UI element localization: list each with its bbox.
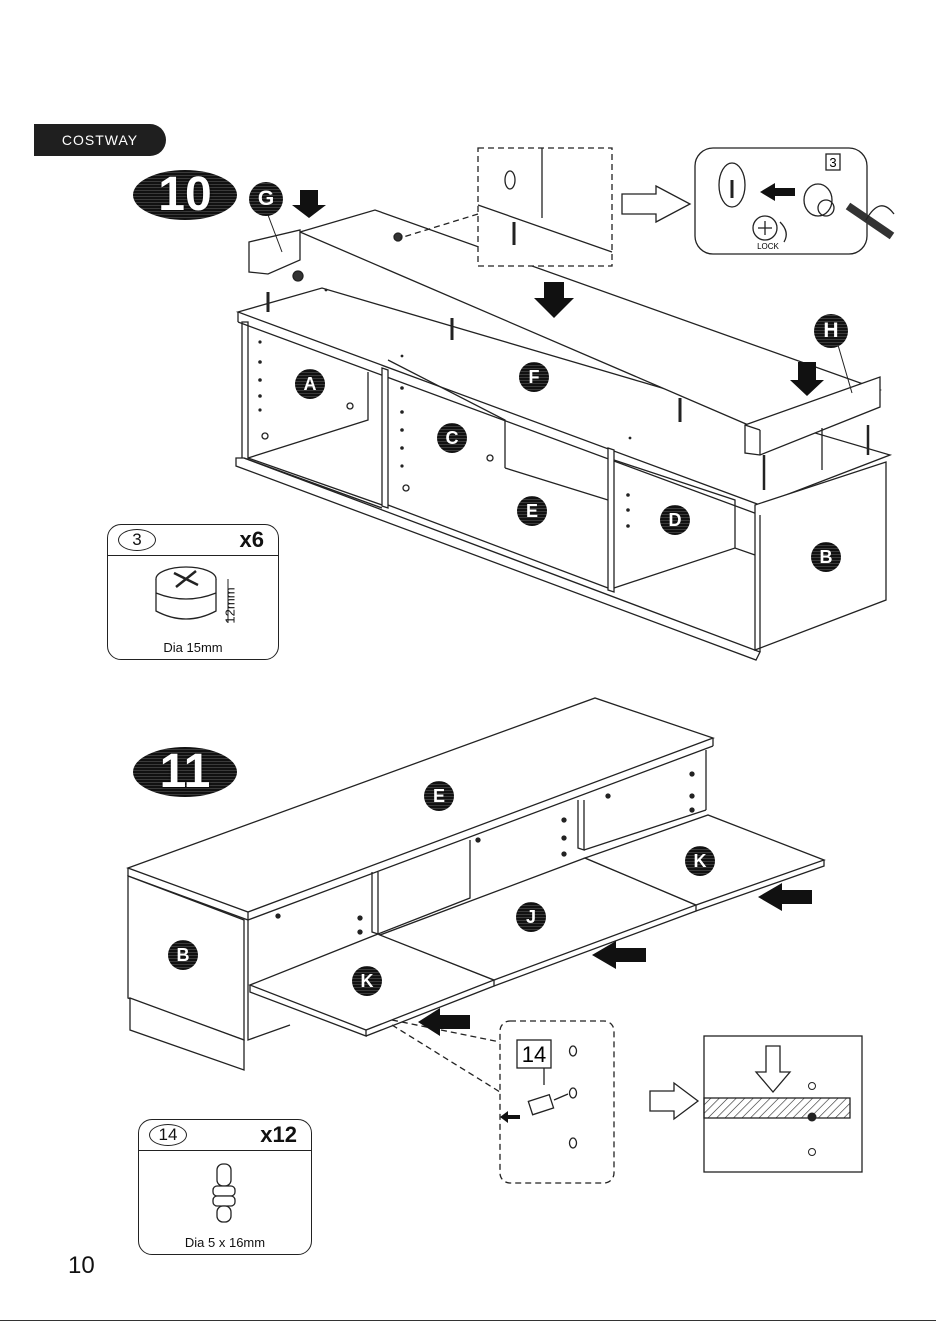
label-B: B: [811, 542, 841, 572]
detail-ref-14: 14: [522, 1042, 546, 1067]
label-D: D: [660, 505, 690, 535]
hardware-part-3-box: 3 x6 12mm Dia 15mm: [107, 524, 279, 660]
label-H: H: [814, 314, 848, 348]
page-number: 10: [68, 1252, 95, 1280]
hardware-part-14-box: 14 x12 Dia 5 x 16mm: [138, 1119, 312, 1255]
label-C: C: [437, 423, 467, 453]
part-caption: Dia 15mm: [108, 640, 278, 655]
label-J: J: [516, 902, 546, 932]
hinge-pin-icon: [209, 1162, 239, 1226]
part-caption: Dia 5 x 16mm: [139, 1235, 311, 1250]
label-K-right: K: [685, 846, 715, 876]
part-number: 3: [118, 529, 156, 551]
part-box-header: 3 x6: [108, 525, 278, 556]
lock-label: LOCK: [757, 242, 779, 251]
part-size-label: 12mm: [223, 587, 238, 623]
hardware-ref-3: 3: [829, 155, 836, 170]
label-E-step11: E: [424, 781, 454, 811]
label-E: E: [517, 496, 547, 526]
label-A: A: [295, 369, 325, 399]
part-quantity: x6: [240, 527, 264, 553]
label-B-step11: B: [168, 940, 198, 970]
part-quantity: x12: [260, 1122, 297, 1148]
part-number: 14: [149, 1124, 187, 1146]
part-box-header: 14 x12: [139, 1120, 311, 1151]
label-F: F: [519, 362, 549, 392]
label-G: G: [249, 182, 283, 216]
label-K-left: K: [352, 966, 382, 996]
bottom-rule: [0, 1320, 936, 1321]
